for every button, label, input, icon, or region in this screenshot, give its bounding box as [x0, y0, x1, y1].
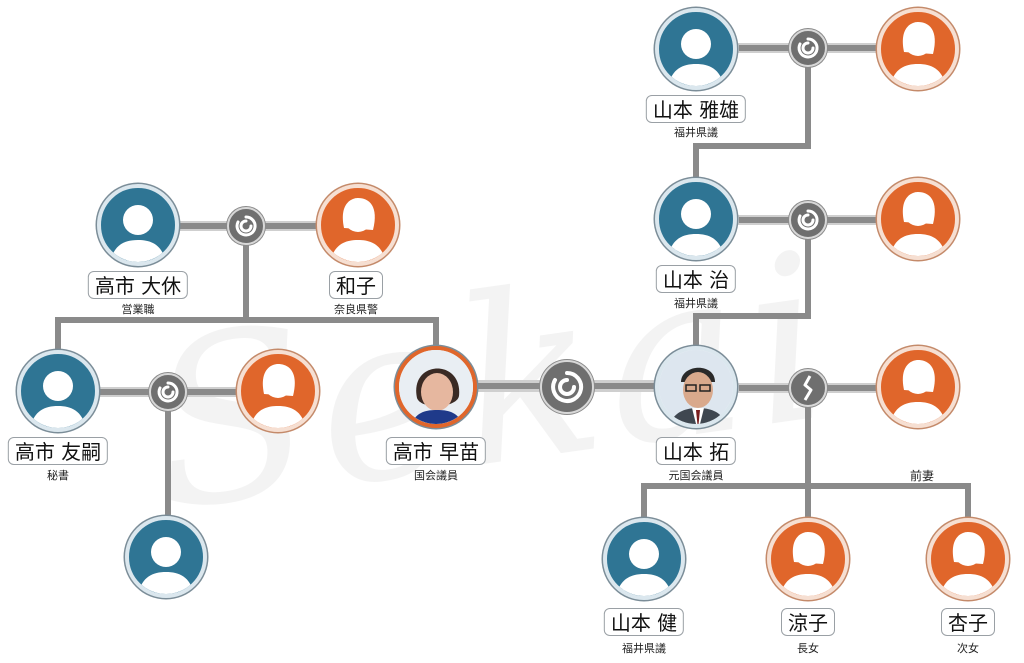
person-avatar-taku-former-wife	[877, 346, 959, 428]
marriage-ring-icon	[149, 373, 187, 411]
role-takaichi-tomotsugu: 秘書	[47, 469, 69, 482]
person-avatar-yamamoto-osamu	[655, 178, 737, 260]
role-yamamoto-masao: 福井県議	[674, 126, 718, 139]
name-yamamoto-ken: 山本 健	[603, 608, 685, 636]
person-avatar-tomotsugu-wife	[237, 350, 319, 432]
person-avatar-takaichi-tomotsugu	[17, 350, 99, 432]
name-yamamoto-taku: 山本 拓	[655, 437, 737, 465]
person-silhouette-icon	[890, 22, 946, 86]
person-avatar-tomotsugu-child	[125, 516, 207, 598]
marriage-ring-icon	[540, 360, 594, 414]
person-silhouette-icon	[668, 29, 724, 86]
role-takaichi-daikyu: 営業職	[121, 303, 155, 316]
person-avatar-ryoko	[767, 518, 849, 600]
role-ryoko: 長女	[797, 642, 819, 655]
person-silhouette-icon	[250, 364, 306, 428]
person-silhouette-icon	[890, 360, 946, 424]
name-yamamoto-masao: 山本 雅雄	[645, 95, 747, 123]
marriage-ring-icon	[227, 207, 265, 245]
name-takaichi-sanae: 高市 早苗	[385, 437, 487, 465]
person-avatar-masao-wife	[877, 8, 959, 90]
person-avatar-kazuko	[317, 184, 399, 266]
role-yamamoto-ken: 福井県議	[622, 642, 666, 655]
divorce-break-icon	[789, 369, 827, 407]
person-silhouette-icon	[138, 537, 194, 594]
person-photo-icon	[399, 350, 473, 424]
role-kazuko: 奈良県警	[334, 303, 378, 316]
role-kyoko: 次女	[957, 642, 979, 655]
person-avatar-osamu-wife	[877, 178, 959, 260]
person-silhouette-icon	[30, 371, 86, 428]
person-avatar-kyoko	[927, 518, 1009, 600]
person-avatar-yamamoto-ken	[603, 518, 685, 600]
name-takaichi-tomotsugu: 高市 友嗣	[7, 437, 109, 465]
name-yamamoto-osamu: 山本 治	[655, 265, 737, 293]
name-ryoko: 涼子	[781, 608, 835, 636]
person-photo-icon	[659, 350, 733, 424]
person-silhouette-icon	[668, 199, 724, 256]
person-silhouette-icon	[940, 532, 996, 596]
former-wife-label: 前妻	[909, 469, 935, 483]
person-silhouette-icon	[330, 198, 386, 262]
person-photo-yamamoto-taku	[655, 346, 737, 428]
person-avatar-takaichi-daikyu	[97, 184, 179, 266]
role-yamamoto-osamu: 福井県議	[674, 297, 718, 310]
name-kazuko: 和子	[329, 271, 383, 299]
name-kyoko: 杏子	[941, 608, 995, 636]
person-photo-takaichi-sanae	[395, 346, 477, 428]
marriage-ring-icon	[789, 201, 827, 239]
marriage-ring-icon	[789, 29, 827, 67]
person-silhouette-icon	[890, 192, 946, 256]
person-silhouette-icon	[616, 539, 672, 596]
person-avatar-yamamoto-masao	[655, 8, 737, 90]
person-silhouette-icon	[780, 532, 836, 596]
role-takaichi-sanae: 国会議員	[414, 469, 458, 482]
person-silhouette-icon	[110, 205, 166, 262]
name-takaichi-daikyu: 高市 大休	[87, 271, 189, 299]
role-yamamoto-taku: 元国会議員	[668, 469, 724, 482]
